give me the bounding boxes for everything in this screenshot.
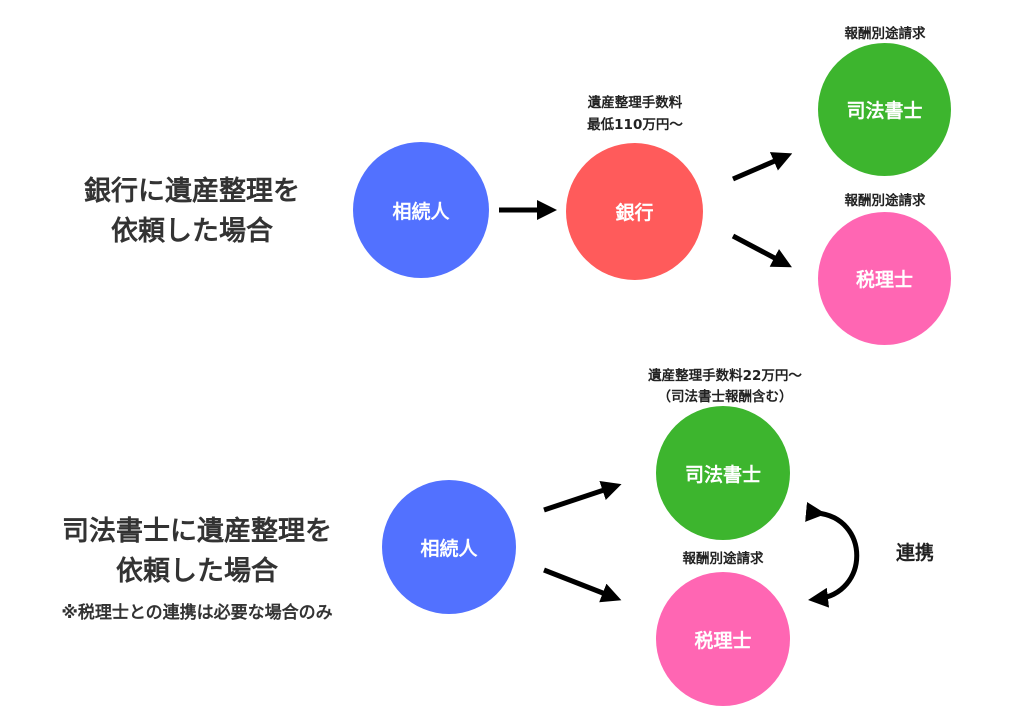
cooperation-link-arrow — [805, 501, 860, 608]
case-scrivener-heading-line2: 依頼した場合 — [116, 556, 278, 587]
arrow-heir-to-tax-accountant — [543, 567, 622, 603]
tax-accountant-node: 税理士 — [656, 572, 790, 706]
arrow-heir-to-judicial-scrivener — [543, 480, 622, 513]
case-bank-heading-line2: 依頼した場合 — [111, 216, 273, 247]
case-bank-heading-line1: 銀行に遺産整理を — [84, 176, 300, 207]
bank-label: 銀行 — [615, 202, 654, 224]
judicial-scrivener-node: 司法書士 — [656, 406, 790, 540]
bank-fee-line1: 遺産整理手数料 — [587, 95, 683, 111]
arrow-bank-to-tax-accountant — [731, 233, 792, 268]
tax-fee-note: 報酬別途請求 — [682, 551, 764, 567]
judicial-scrivener-label: 司法書士 — [846, 100, 923, 122]
scrivener-fee-note: 報酬別途請求 — [844, 26, 926, 42]
bank-node: 銀行 — [566, 143, 703, 280]
cooperation-label: 連携 — [895, 542, 934, 564]
judicial-scrivener-label: 司法書士 — [684, 463, 761, 486]
heir-node: 相続人 — [353, 142, 489, 278]
judicial-scrivener-node: 司法書士 — [818, 43, 951, 176]
case-scrivener-heading-line1: 司法書士に遺産整理を — [62, 516, 332, 547]
scrivener-fee-line1: 遺産整理手数料22万円～ — [648, 368, 802, 384]
heir-label: 相続人 — [420, 537, 478, 560]
tax-cooperation-note: ※税理士との連携は必要な場合のみ — [61, 603, 333, 623]
scrivener-fee-line2: （司法書士報酬含む） — [657, 389, 793, 405]
arrow-bank-to-judicial-scrivener — [732, 152, 793, 182]
tax-fee-note: 報酬別途請求 — [844, 193, 926, 209]
tax-accountant-label: 税理士 — [694, 629, 752, 652]
tax-accountant-node: 税理士 — [818, 212, 951, 345]
heir-node: 相続人 — [382, 480, 516, 614]
bank-fee-line2: 最低110万円～ — [587, 117, 683, 133]
tax-accountant-label: 税理士 — [855, 269, 913, 291]
heir-label: 相続人 — [392, 200, 450, 223]
